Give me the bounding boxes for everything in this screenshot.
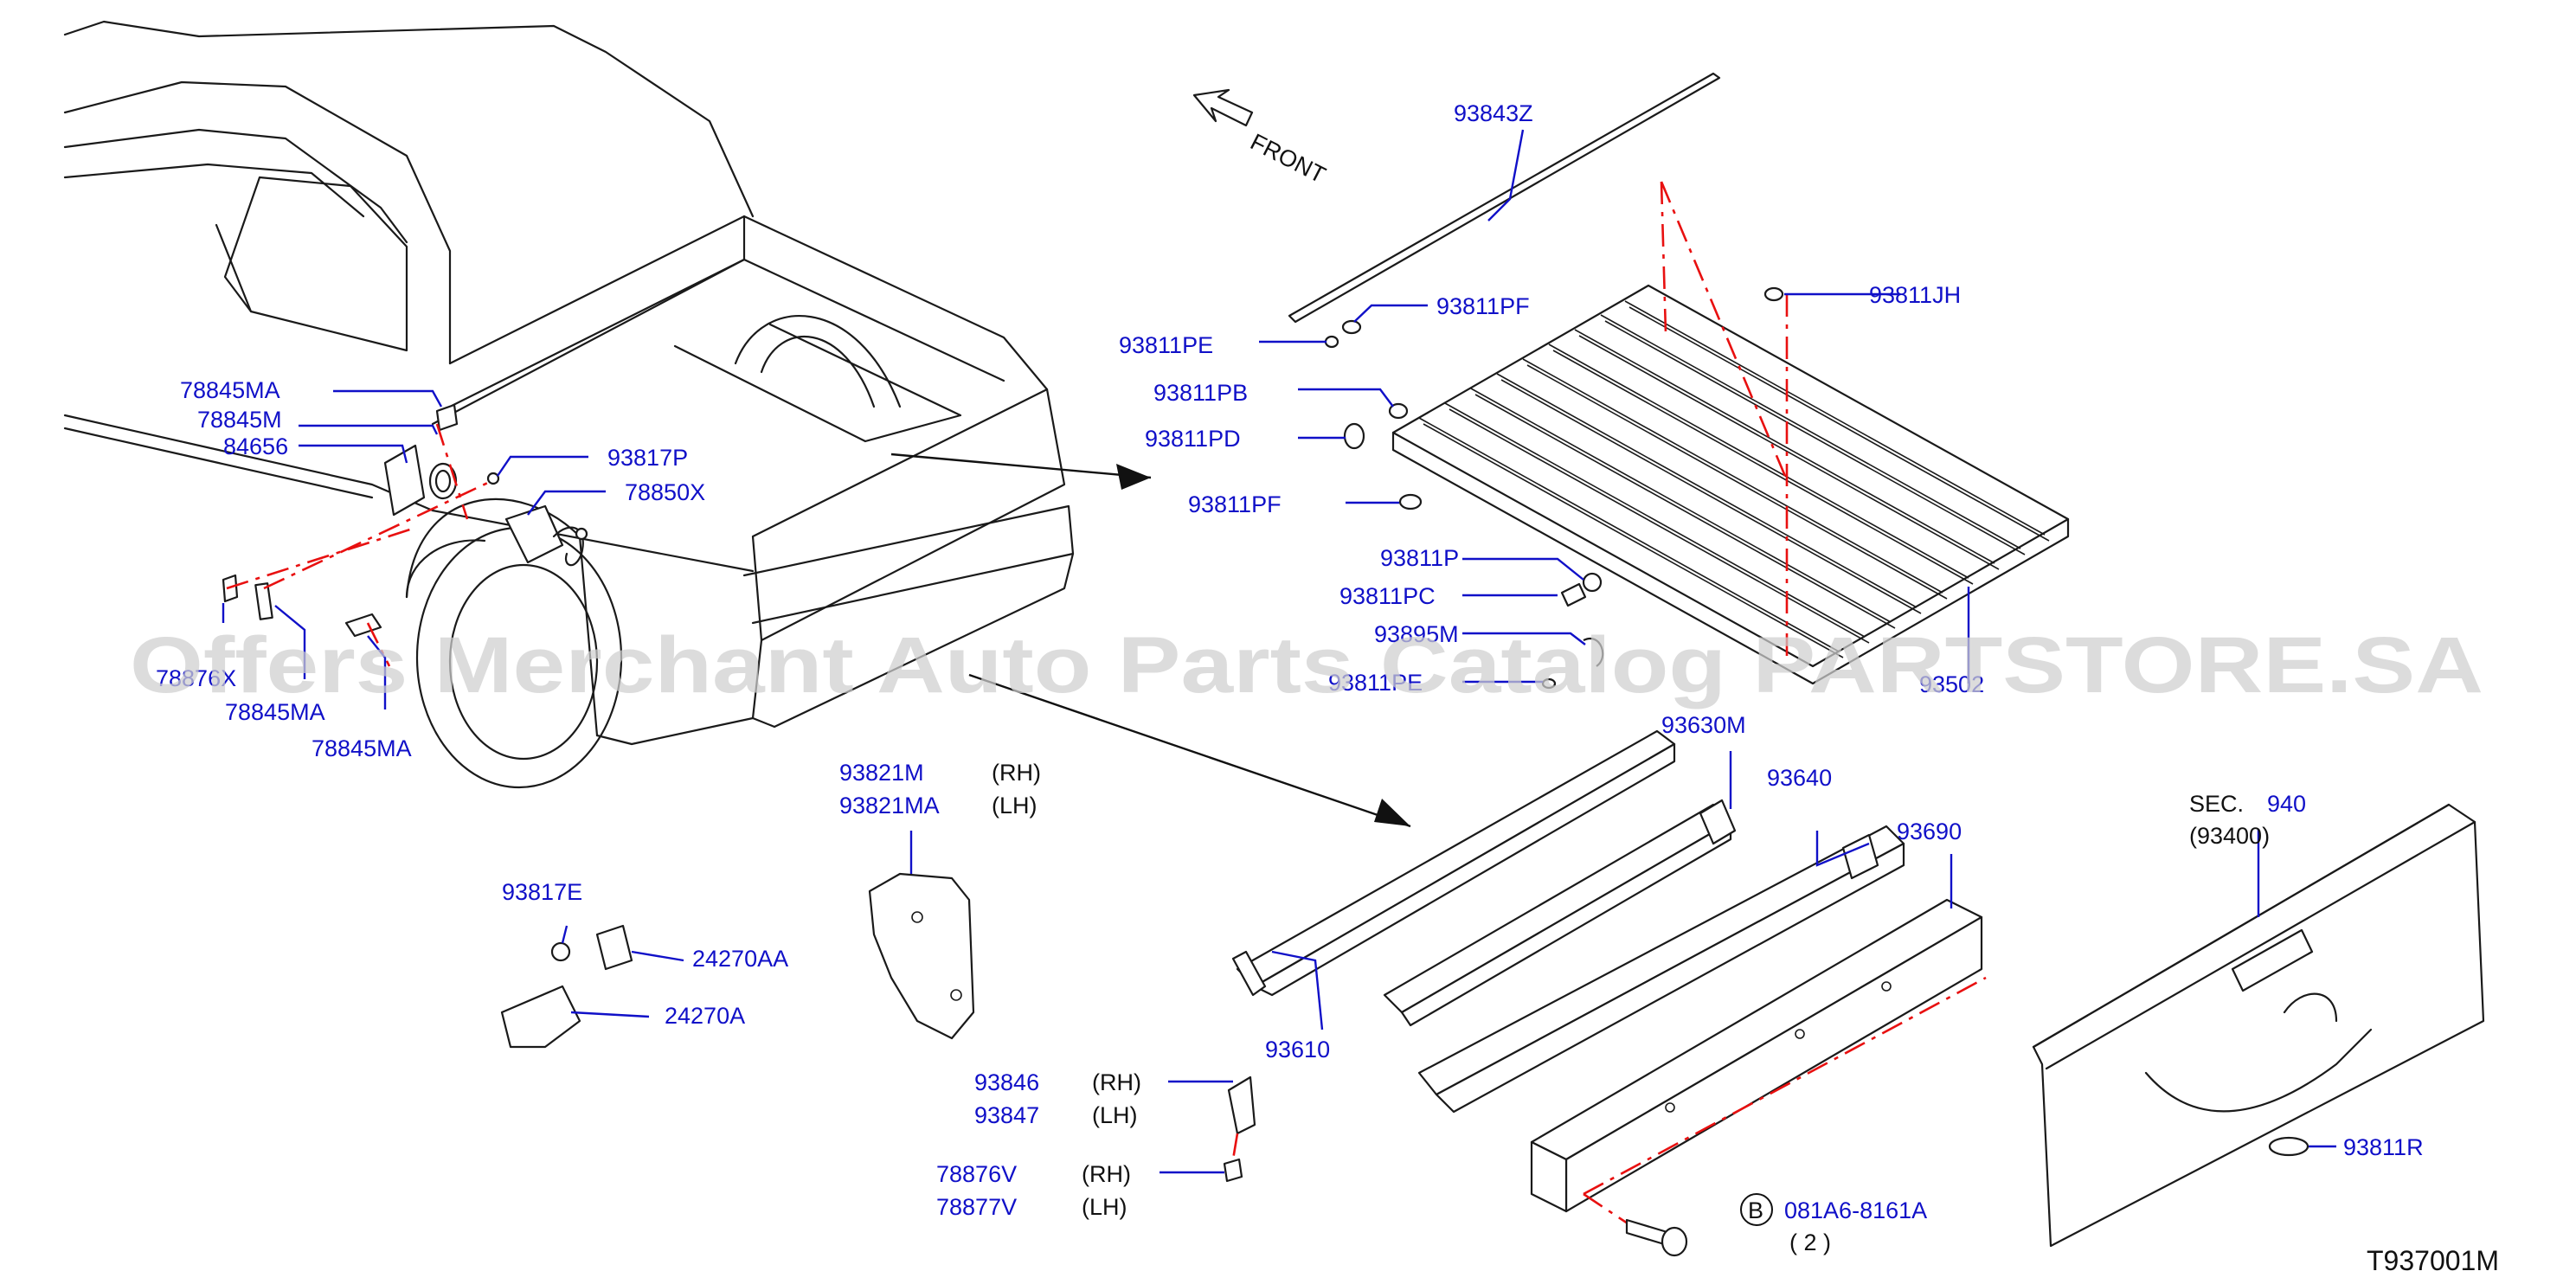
label-78845MA-a: 78845MA xyxy=(180,377,280,403)
side-78876V: (RH) xyxy=(1082,1161,1131,1187)
clip-93811PC xyxy=(1560,582,1587,607)
label-93690: 93690 xyxy=(1897,819,1962,844)
label-84656: 84656 xyxy=(223,433,288,459)
label-93630M: 93630M xyxy=(1661,712,1746,738)
label-78845MA-c: 78845MA xyxy=(312,735,412,761)
bracket-24270A xyxy=(500,985,581,1049)
label-93811PC: 93811PC xyxy=(1339,583,1436,609)
tailgate-handle xyxy=(2231,928,2314,992)
cap-93811PF xyxy=(1398,493,1423,510)
side-78877V: (LH) xyxy=(1082,1194,1127,1220)
part-labels: 93843Z 93811PF 93811JH 93811PE 93811PB 9… xyxy=(156,100,2499,1276)
hook-93895M xyxy=(1583,637,1604,667)
label-78876X: 78876X xyxy=(156,665,236,691)
side-93846: (RH) xyxy=(1092,1069,1141,1095)
cross-member-93690 xyxy=(1530,898,1983,1213)
label-93846: 93846 xyxy=(974,1069,1039,1095)
alignment-lines-floor xyxy=(1660,181,1789,658)
cross-member-93610 xyxy=(1231,729,1676,997)
sec-label: SEC. xyxy=(2189,791,2244,817)
bolt-marker-circle xyxy=(1740,1193,1773,1226)
label-93610: 93610 xyxy=(1265,1037,1330,1063)
bolt-qty: ( 2 ) xyxy=(1789,1229,1831,1255)
plug-93811PB xyxy=(1388,402,1409,420)
label-93811JH: 93811JH xyxy=(1869,282,1961,308)
side-93821MA: (LH) xyxy=(992,793,1037,819)
front-arrow: FRONT xyxy=(1192,88,1330,189)
side-93821M: (RH) xyxy=(992,760,1041,786)
grommet-93811JH xyxy=(1763,286,1784,302)
label-93811PD: 93811PD xyxy=(1145,426,1241,452)
diagram-code: T937001M xyxy=(2367,1245,2499,1276)
label-93640: 93640 xyxy=(1767,765,1832,791)
grommet-93811PE-b xyxy=(1541,677,1557,690)
hinge-bracket xyxy=(435,403,459,432)
bolt-081A6-8161A xyxy=(1625,1218,1688,1257)
tailgate-plug-93811R xyxy=(2268,1136,2309,1157)
label-78876V: 78876V xyxy=(936,1161,1017,1187)
sec-sub: (93400) xyxy=(2189,823,2270,849)
label-93811R: 93811R xyxy=(2343,1134,2424,1160)
clip-78876V xyxy=(1223,1158,1243,1183)
label-93817P: 93817P xyxy=(607,445,688,471)
label-93502: 93502 xyxy=(1919,671,1984,697)
watermark: Offers Merchant Auto Parts Catalog PARTS… xyxy=(130,621,2483,709)
label-24270A: 24270A xyxy=(665,1003,745,1029)
label-93843Z: 93843Z xyxy=(1454,100,1533,126)
label-93817E: 93817E xyxy=(502,879,582,905)
label-24270AA: 24270AA xyxy=(692,946,788,972)
label-93811PF-a: 93811PF xyxy=(1436,293,1530,319)
protector-93846 xyxy=(1227,1075,1256,1135)
label-93847: 93847 xyxy=(974,1102,1039,1128)
cross-member-93630M xyxy=(1383,799,1737,1027)
label-93811PB: 93811PB xyxy=(1153,380,1248,406)
cross-member-93640 xyxy=(1417,825,1905,1114)
label-93811PE-b: 93811PE xyxy=(1328,670,1423,696)
front-label: FRONT xyxy=(1246,129,1329,189)
clip-93817P xyxy=(486,472,500,485)
alignment-line-93690 xyxy=(1583,976,1987,1196)
callout-arrows xyxy=(890,453,1411,828)
label-93811PF-b: 93811PF xyxy=(1188,491,1282,517)
label-78877V: 78877V xyxy=(936,1194,1017,1220)
alignment-lines-truck xyxy=(226,423,494,667)
label-93895M: 93895M xyxy=(1374,621,1459,647)
bolt-marker: B xyxy=(1748,1197,1763,1223)
gasket-78845MA xyxy=(344,613,382,638)
plug-93811P xyxy=(1582,572,1603,593)
side-93847: (LH) xyxy=(1092,1102,1138,1128)
label-78845M: 78845M xyxy=(197,407,282,433)
label-78850X: 78850X xyxy=(625,479,705,505)
drain-hose xyxy=(504,504,564,564)
leader-lines xyxy=(222,129,2336,1174)
label-93821M: 93821M xyxy=(839,760,924,786)
grommet-93811PF xyxy=(1341,319,1362,335)
mudguard-93821M xyxy=(868,872,975,1040)
plug-93811PD xyxy=(1343,422,1365,450)
label-93811P: 93811P xyxy=(1380,545,1459,571)
sec-number: 940 xyxy=(2267,791,2306,817)
label-081A6-8161A: 081A6-8161A xyxy=(1784,1197,1927,1223)
tailgate xyxy=(2032,803,2485,1248)
label-78845MA-b: 78845MA xyxy=(225,699,325,725)
bed-strip-93843Z xyxy=(1288,72,1721,324)
label-93811PE-a: 93811PE xyxy=(1119,332,1213,358)
fuel-filler-lid xyxy=(383,444,426,517)
seal-78845MA xyxy=(254,582,273,620)
alignment-line-protector xyxy=(1231,1133,1239,1160)
label-93821MA: 93821MA xyxy=(839,793,940,819)
nut-93817E xyxy=(550,941,571,962)
bed-floor-93502 xyxy=(1391,284,2070,685)
bracket-24270AA xyxy=(595,924,633,971)
grommet-93811PE xyxy=(1324,335,1339,349)
